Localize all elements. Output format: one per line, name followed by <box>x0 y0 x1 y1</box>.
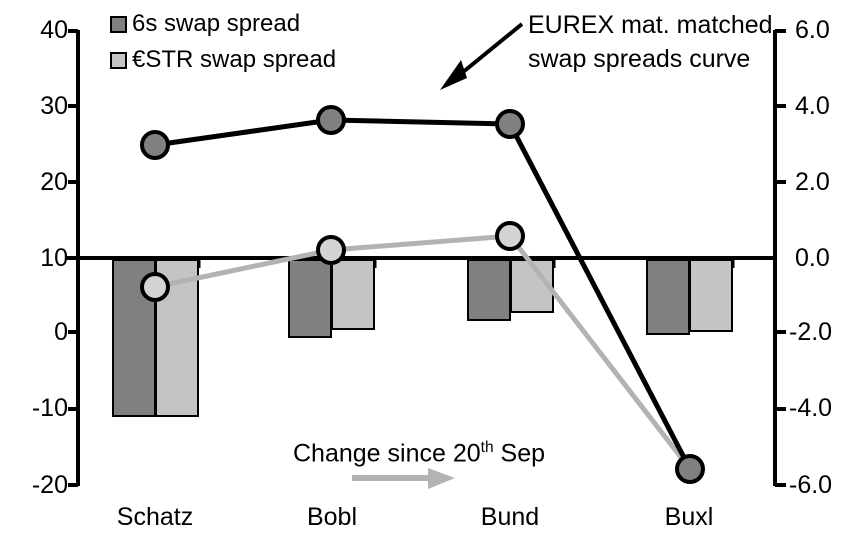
eurex-annotation-line1: EUREX mat. matched <box>528 11 773 39</box>
axis-right-label--4: -4.0 <box>789 394 833 422</box>
category-label-bund: Bund <box>480 503 540 531</box>
eurex-annotation-arrow-icon <box>440 22 524 90</box>
axis-right-label--6: -6.0 <box>789 471 833 499</box>
eurex-annotation-line2: swap spreads curve <box>528 45 751 73</box>
legend-item-estr[interactable]: €STR swap spread <box>110 48 336 72</box>
series-line-estr <box>152 233 693 472</box>
axis-left-label--10: -10 <box>31 394 68 422</box>
axis-right-label-6: 6.0 <box>795 16 830 44</box>
axis-left-label-0: 0 <box>54 318 68 346</box>
axis-right-spine <box>773 29 786 487</box>
legend-swatch-6s-icon <box>110 15 127 33</box>
category-label-bobl: Bobl <box>306 503 358 531</box>
category-label-buxl: Buxl <box>664 503 714 531</box>
change-annotation-prefix: Change since 20 <box>293 439 481 468</box>
axis-left-label-10: 10 <box>40 244 68 272</box>
series-line-eurex <box>152 117 693 472</box>
axis-right-label-2: 2.0 <box>795 168 830 196</box>
category-label-schatz: Schatz <box>116 503 194 531</box>
series-markers-estr <box>140 221 525 302</box>
change-annotation-sup: th <box>480 439 494 456</box>
legend-swatch-estr-icon <box>110 51 127 69</box>
legend-label-6s: 6s swap spread <box>132 10 301 37</box>
axis-left-label-30: 30 <box>40 92 68 120</box>
axis-left-label-20: 20 <box>40 168 68 196</box>
change-annotation-suffix: Sep <box>493 439 546 468</box>
axis-baseline <box>78 256 775 268</box>
axis-left-label-40: 40 <box>40 16 68 44</box>
bar-buxl-estr <box>689 259 733 332</box>
series-markers-eurex <box>140 105 705 484</box>
bar-bobl-6s <box>288 259 332 338</box>
axis-right-label-4: 4.0 <box>795 92 830 120</box>
bar-bobl-estr <box>331 259 375 330</box>
change-arrow-icon <box>352 468 455 489</box>
change-annotation: Change since 20th Sep <box>293 433 545 468</box>
legend-item-6s[interactable]: 6s swap spread <box>110 12 300 36</box>
axis-right-label--2: -2.0 <box>789 318 833 346</box>
legend-label-estr: €STR swap spread <box>132 46 337 73</box>
axis-right-label-0: 0.0 <box>795 244 830 272</box>
axis-left-spine <box>66 29 80 487</box>
axis-left-label--20: -20 <box>31 471 68 499</box>
